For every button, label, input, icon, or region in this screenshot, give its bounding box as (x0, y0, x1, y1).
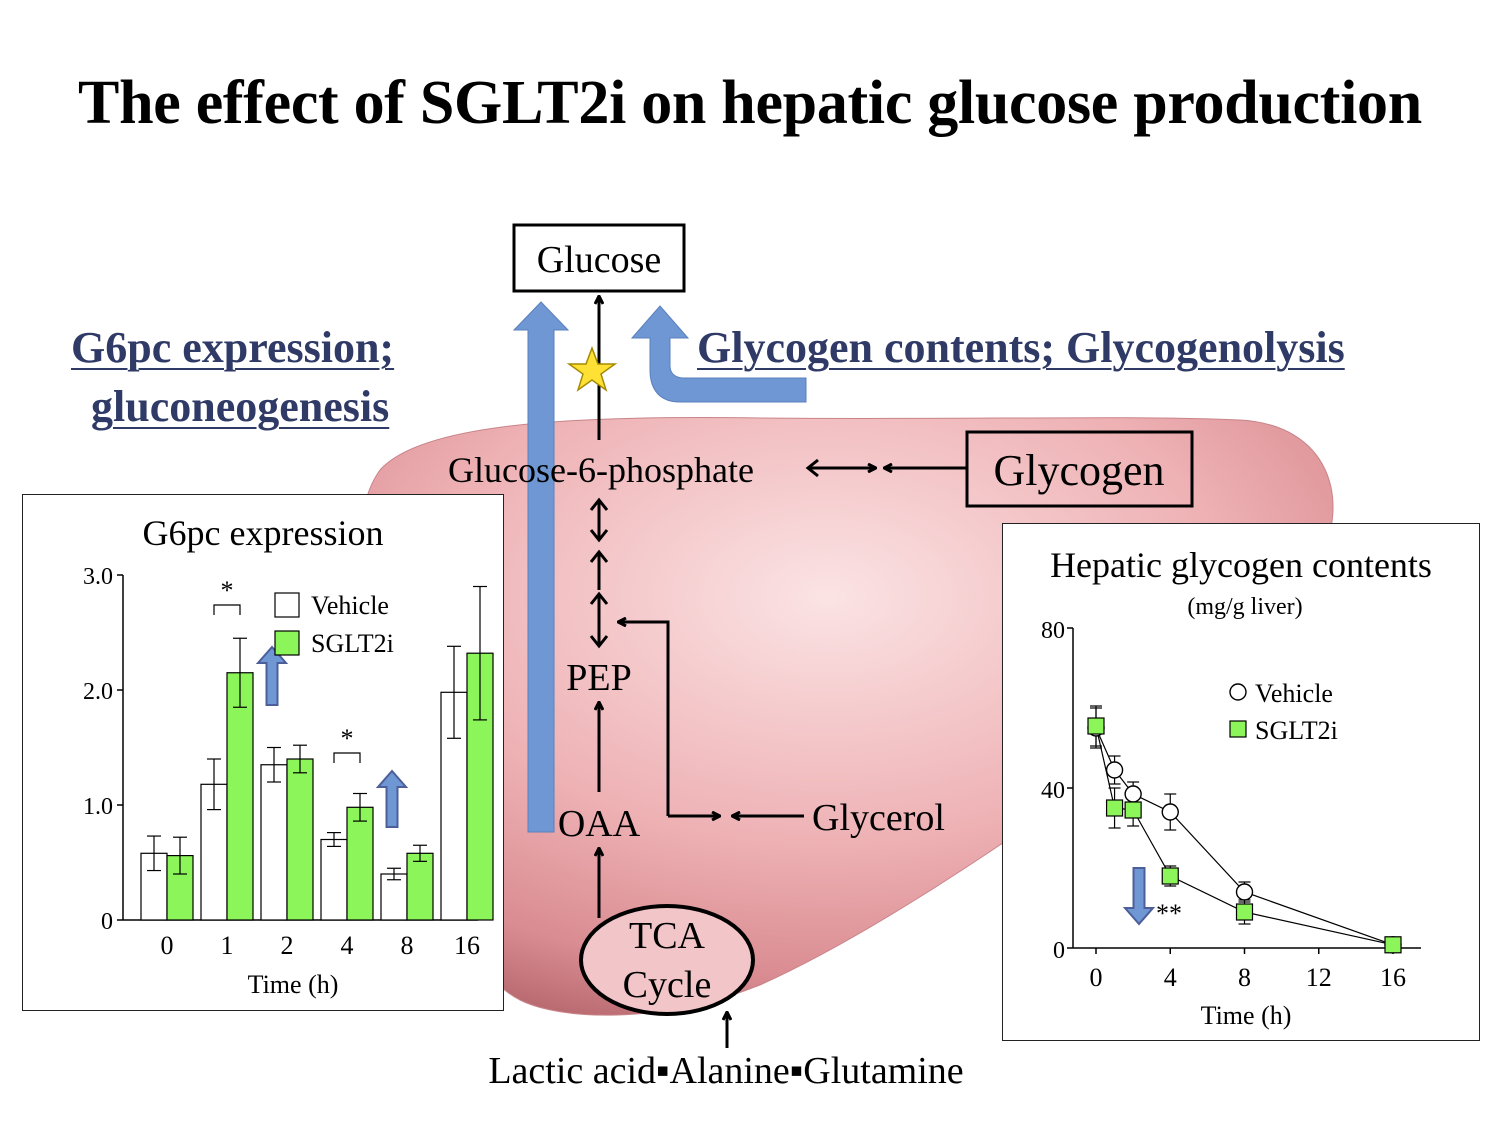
significance-label: * (221, 576, 234, 605)
chart-title: Hepatic glycogen contents (1050, 545, 1432, 585)
legend-swatch (274, 630, 300, 656)
chart-title: G6pc expression (143, 513, 384, 553)
x-tick-label: 4 (341, 931, 354, 960)
significance-bracket (213, 604, 241, 615)
tca-label-line1: TCA (629, 915, 706, 957)
x-tick-label: 0 (1090, 963, 1103, 992)
y-tick-label: 0 (1053, 938, 1065, 964)
point-vehicle (1235, 883, 1254, 901)
y-tick-label: 40 (1041, 778, 1065, 804)
left-heading-line2[interactable]: gluconeogenesis (91, 382, 390, 431)
bar-sglt2i (286, 758, 314, 921)
legend-swatch (1229, 683, 1247, 701)
increase-arrow-icon (255, 645, 289, 706)
tca-cycle-ellipse (579, 904, 755, 1016)
pep-label: PEP (566, 657, 631, 699)
y-tick-label: 1.0 (83, 794, 113, 820)
point-sglt2i (1105, 799, 1124, 817)
significance-label: * (341, 724, 354, 753)
tca-label-line2: Cycle (623, 964, 712, 1006)
substrates-label: Lactic acid▪Alanine▪Glutamine (488, 1050, 963, 1092)
x-tick-label: 16 (454, 931, 480, 960)
chart-subtitle: (mg/g liver) (1187, 594, 1302, 620)
y-tick-label: 0 (101, 909, 113, 935)
significance-label: ** (1156, 899, 1182, 928)
point-vehicle (1161, 803, 1179, 821)
legend-label: Vehicle (1255, 679, 1333, 708)
x-tick-label: 12 (1306, 963, 1332, 992)
legend-label: SGLT2i (1255, 716, 1338, 745)
gluconeogenesis-arrow-icon (512, 301, 570, 833)
point-vehicle (1105, 761, 1124, 779)
slide-title: The effect of SGLT2i on hepatic glucose … (78, 69, 1422, 137)
legend-label: Vehicle (311, 591, 389, 620)
point-sglt2i (1384, 936, 1402, 954)
y-tick-label: 80 (1041, 618, 1065, 644)
g6p-pep-double-arrows (589, 497, 609, 649)
x-tick-label: 16 (1380, 963, 1406, 992)
y-tick-label: 3.0 (83, 564, 113, 590)
bar-vehicle (380, 873, 408, 921)
x-axis-label: Time (h) (248, 970, 339, 999)
x-tick-label: 2 (281, 931, 294, 960)
x-axis-label: Time (h) (1201, 1001, 1292, 1030)
glycerol-bracket-arrow (618, 622, 670, 816)
legend-swatch (274, 592, 300, 618)
y-tick-label: 2.0 (83, 679, 113, 705)
bar-vehicle (260, 764, 288, 921)
increase-arrow-icon (375, 769, 409, 828)
decrease-arrow-icon (1122, 867, 1156, 926)
point-sglt2i (1235, 903, 1254, 921)
oaa-label: OAA (558, 803, 641, 845)
star-icon (566, 345, 618, 392)
glycerol-label: Glycerol (812, 797, 945, 839)
x-tick-label: 1 (221, 931, 234, 960)
bar-sglt2i (226, 672, 254, 921)
point-sglt2i (1161, 867, 1179, 885)
point-sglt2i (1124, 801, 1142, 819)
left-heading-line1[interactable]: G6pc expression; (71, 323, 395, 372)
glycogen-box (965, 430, 1194, 508)
point-sglt2i (1087, 717, 1105, 735)
point-vehicle (1124, 785, 1142, 803)
x-tick-label: 0 (161, 931, 174, 960)
g6p-label: Glucose-6-phosphate (448, 450, 754, 490)
x-tick-label: 4 (1164, 963, 1177, 992)
x-tick-label: 8 (401, 931, 414, 960)
glycogen-line-chart: Hepatic glycogen contents(mg/g liver)040… (1041, 545, 1432, 1030)
glucose-box (512, 223, 686, 293)
glycogenolysis-arrow-icon (630, 305, 807, 403)
glucose-label: Glucose (537, 239, 662, 281)
x-tick-label: 8 (1238, 963, 1251, 992)
right-heading[interactable]: Glycogen contents; Glycogenolysis (697, 323, 1345, 372)
series-line-sglt2i (1095, 725, 1394, 946)
legend-swatch (1229, 720, 1247, 738)
legend-label: SGLT2i (311, 629, 394, 658)
bar-sglt2i (346, 806, 374, 921)
glycogen-label: Glycogen (993, 446, 1164, 495)
bar-vehicle (320, 838, 348, 921)
significance-bracket (333, 752, 361, 763)
bar-sglt2i (406, 852, 434, 921)
